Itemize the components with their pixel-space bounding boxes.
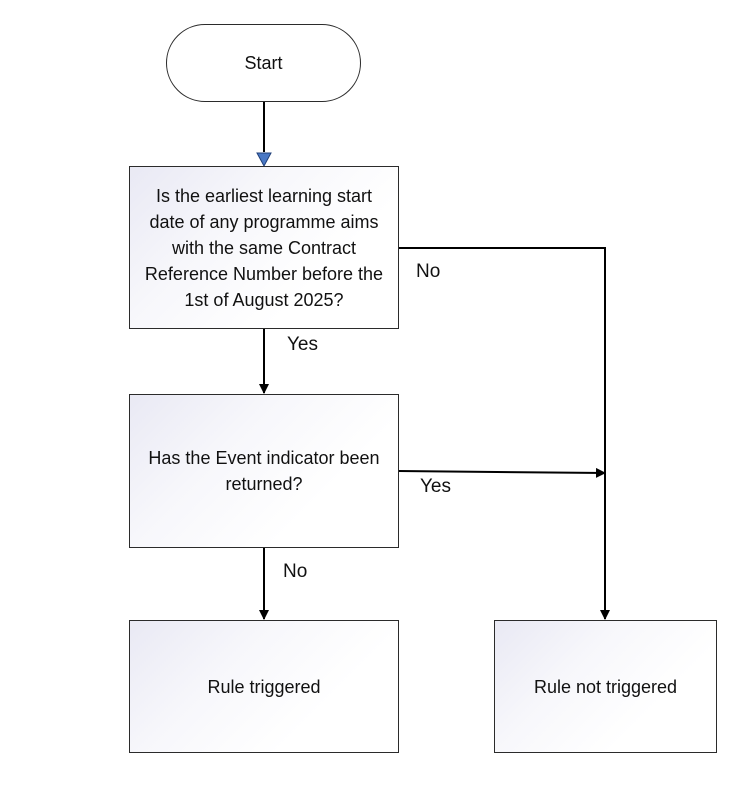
rule-not-triggered-node: Rule not triggered xyxy=(494,620,717,753)
edge-label-start-date-no: No xyxy=(416,261,441,282)
rule-triggered-label: Rule triggered xyxy=(207,676,321,697)
edge-label-event-yes: Yes xyxy=(420,476,451,497)
connector-decision-start-date-no xyxy=(398,247,610,620)
decision-start-date-label: Is the earliest learning start date of a… xyxy=(144,185,384,310)
start-node-label: Start xyxy=(244,53,283,73)
rule-triggered-node: Rule triggered xyxy=(129,620,399,753)
start-arrowhead xyxy=(256,152,272,168)
edge-label-event-no: No xyxy=(283,561,308,582)
decision-start-date-node: Is the earliest learning start date of a… xyxy=(129,166,399,329)
start-node: Start xyxy=(166,24,361,102)
edge-label-start-date-yes: Yes xyxy=(287,334,318,355)
decision-event-indicator-node: Has the Event indicator been returned? xyxy=(129,394,399,548)
decision-event-indicator-label: Has the Event indicator been returned? xyxy=(148,448,380,494)
connector-event-indicator-yes xyxy=(397,467,606,478)
rule-not-triggered-label: Rule not triggered xyxy=(533,676,678,697)
